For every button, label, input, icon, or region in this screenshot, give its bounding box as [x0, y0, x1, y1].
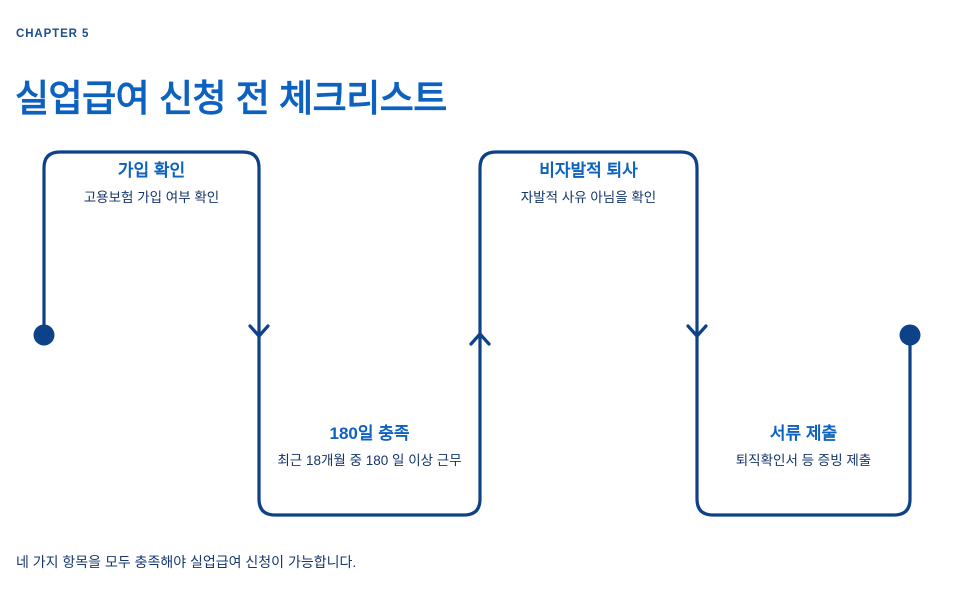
- flow-node-1-desc: 고용보험 가입 여부 확인: [83, 190, 220, 206]
- chapter-label: CHAPTER 5: [16, 28, 90, 40]
- page-title: 실업급여 신청 전 체크리스트: [15, 77, 447, 119]
- node-2-bracket: [257, 333, 482, 517]
- flow-node-3-title: 비자발적 퇴사: [539, 161, 638, 180]
- flow-node-4-title: 서류 제출: [769, 424, 838, 443]
- flow-node-3-desc: 자발적 사유 아님을 확인: [520, 190, 657, 206]
- footer-note: 네 가지 항목을 모두 충족해야 실업급여 신청이 가능합니다.: [16, 554, 357, 570]
- arrow-up-icon-1: [469, 332, 491, 346]
- node-4-bracket: [695, 333, 912, 517]
- flow-node-1-title: 가입 확인: [117, 161, 186, 180]
- flow-node-2-title: 180일 충족: [329, 424, 410, 443]
- arrow-down-icon-1: [248, 324, 270, 338]
- arrow-down-icon-2: [686, 324, 708, 338]
- flow-node-4-desc: 퇴직확인서 등 증빙 제출: [735, 453, 872, 469]
- flow-path-graphic: [33, 150, 921, 517]
- flow-node-4[interactable]: 서류 제출 퇴직확인서 등 증빙 제출: [708, 423, 899, 471]
- flow-node-3[interactable]: 비자발적 퇴사 자발적 사유 아님을 확인: [489, 160, 688, 208]
- flow-node-1[interactable]: 가입 확인 고용보험 가입 여부 확인: [52, 160, 251, 208]
- flow-node-2[interactable]: 180일 충족 최근 18개월 중 180 일 이상 근무: [272, 423, 467, 471]
- node-3-bracket: [478, 150, 699, 337]
- flow-node-2-desc: 최근 18개월 중 180 일 이상 근무: [277, 453, 462, 469]
- flow-end-dot: [899, 324, 921, 346]
- node-1-bracket: [42, 150, 261, 337]
- flow-diagram: 가입 확인 고용보험 가입 여부 확인 180일 충족 최근 18개월 중 18…: [0, 130, 967, 530]
- flow-start-dot: [33, 324, 55, 346]
